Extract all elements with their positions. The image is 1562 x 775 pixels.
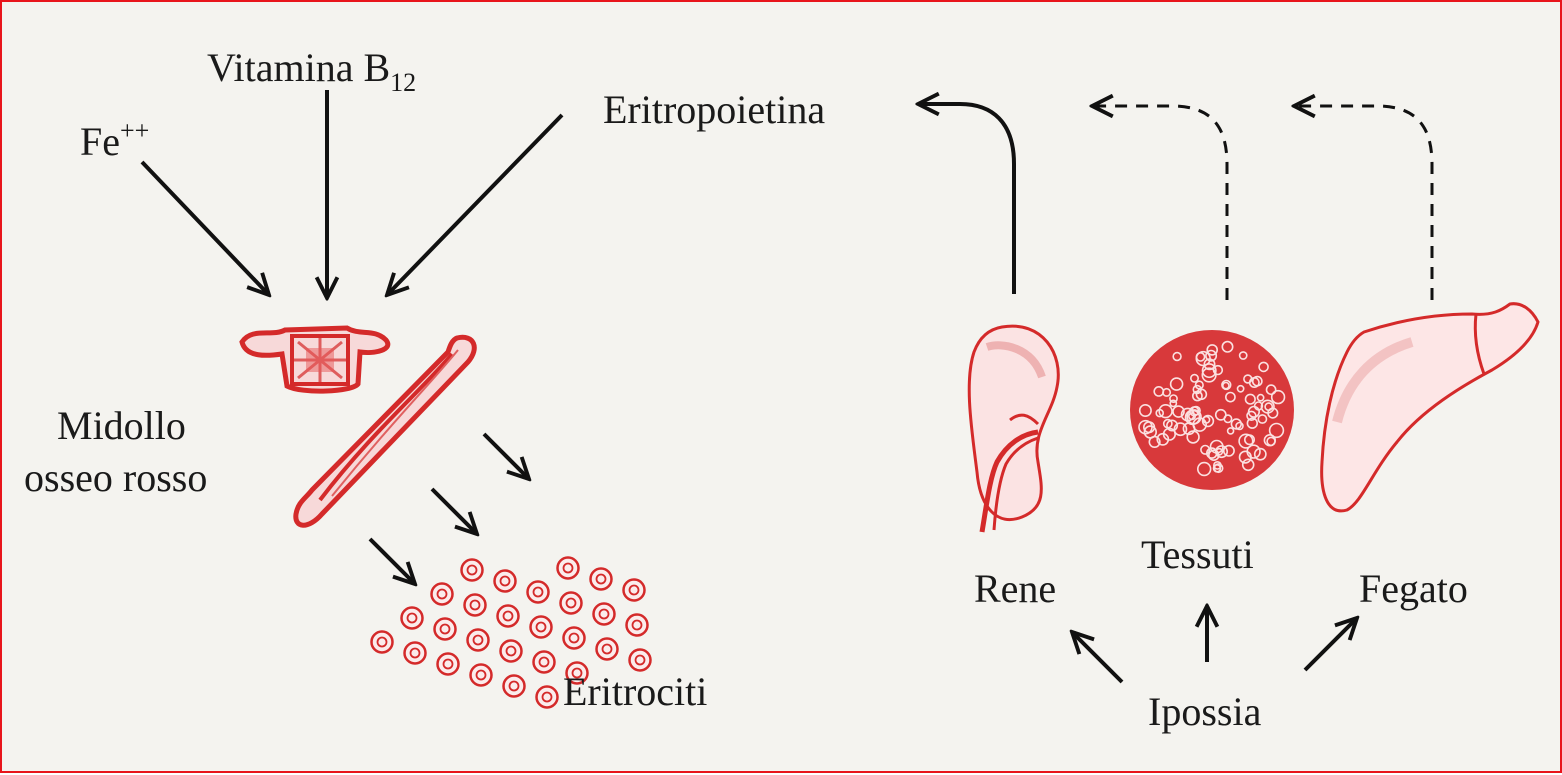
label-iron-charge: ++ — [120, 116, 149, 145]
label-vitamin-text: Vitamina B — [207, 45, 390, 90]
vertebra-icon — [242, 328, 388, 391]
label-hypoxia: Ipossia — [1148, 692, 1261, 732]
erythrocyte-cell — [528, 582, 549, 603]
erythrocyte-cell — [501, 641, 522, 662]
erythrocyte-cell — [591, 569, 612, 590]
erythrocyte-cell — [564, 628, 585, 649]
arrow-kidney-to-hormone — [918, 104, 1014, 294]
label-marrow-line2: osseo rosso — [24, 458, 207, 498]
liver-icon — [1322, 304, 1538, 511]
erythrocyte-cell — [432, 584, 453, 605]
label-erythropoietin: Eritropoietina — [603, 90, 825, 130]
label-liver: Fegato — [1359, 569, 1468, 609]
erythrocyte-cell — [435, 619, 456, 640]
arrow-hormone-to-marrow — [387, 115, 562, 295]
erythrocyte-cell — [558, 558, 579, 579]
erythrocyte-cell — [462, 560, 483, 581]
erythrocyte-cell — [402, 608, 423, 629]
arrow-marrow-to-cells-1 — [484, 434, 529, 479]
erythrocyte-cell — [624, 580, 645, 601]
arrow-tissues-to-hormone — [1092, 106, 1227, 300]
erythrocyte-cell — [534, 652, 555, 673]
arrow-liver-to-hormone — [1294, 106, 1432, 300]
erythrocyte-cell — [531, 617, 552, 638]
erythrocyte-cell — [405, 643, 426, 664]
label-marrow-line1: Midollo — [57, 406, 186, 446]
label-kidney: Rene — [974, 569, 1056, 609]
label-iron-text: Fe — [80, 119, 120, 164]
erythrocyte-cell — [561, 593, 582, 614]
label-vitamin-subscript: 12 — [390, 68, 416, 97]
erythrocyte-cell — [495, 571, 516, 592]
label-tissues: Tessuti — [1141, 535, 1254, 575]
label-iron: Fe++ — [80, 122, 149, 162]
erythrocyte-cell — [372, 632, 393, 653]
arrow-hypoxia-to-liver — [1305, 618, 1357, 670]
arrow-marrow-to-cells-3 — [370, 539, 415, 584]
erythrocyte-cell — [471, 665, 492, 686]
label-vitamin: Vitamina B12 — [207, 48, 416, 88]
tissue-icon — [1130, 330, 1294, 490]
kidney-icon — [969, 326, 1058, 532]
erythrocyte-cell — [498, 606, 519, 627]
erythrocyte-cell — [504, 676, 525, 697]
erythrocyte-cell — [597, 639, 618, 660]
erythrocyte-cell — [468, 630, 489, 651]
arrow-iron-to-marrow — [142, 162, 269, 295]
label-erythrocytes: Eritrociti — [563, 672, 707, 712]
arrow-hypoxia-to-kidney — [1072, 632, 1122, 682]
erythrocyte-cell — [627, 615, 648, 636]
erythrocyte-cell — [537, 687, 558, 708]
erythrocyte-cell — [465, 595, 486, 616]
erythrocyte-cell — [594, 604, 615, 625]
arrow-marrow-to-cells-2 — [432, 489, 477, 534]
erythrocyte-cell — [438, 654, 459, 675]
erythrocyte-cell — [630, 650, 651, 671]
